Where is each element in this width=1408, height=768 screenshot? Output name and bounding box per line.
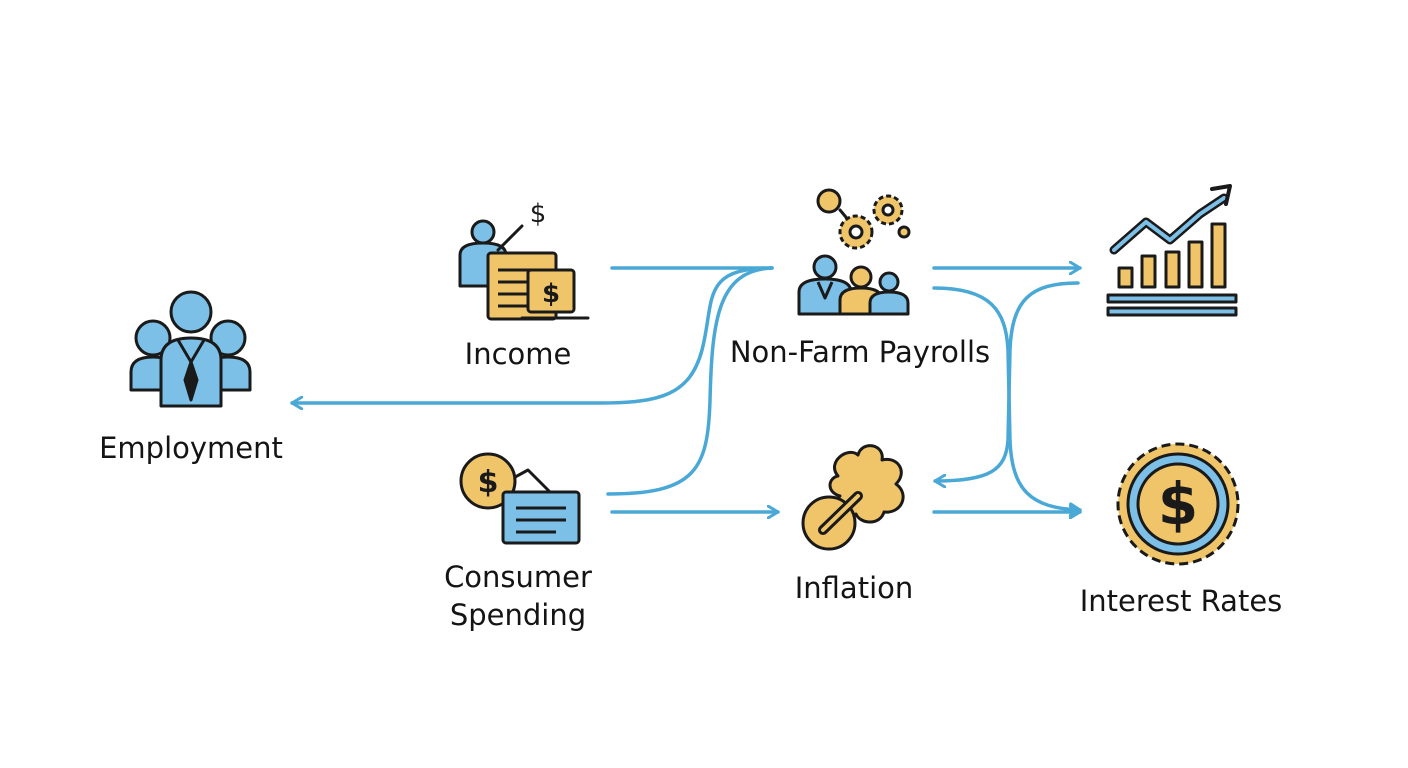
workers-gears-icon [797,188,911,316]
arrow-payrolls-to-interest-rates [932,286,1082,510]
arrow-growth-to-inflation [933,281,1080,481]
business-people-icon [129,290,252,408]
consumer-spending-label-line2: Spending [449,598,587,632]
income-documents-icon [458,219,590,321]
income-doc-dollar-glyph: $ [542,279,560,309]
non-farm-payrolls-label: Non-Farm Payrolls [729,335,991,369]
coin-card-icon [459,452,581,545]
arrow-spending-to-payrolls [606,266,774,496]
inflating-balloon-icon [801,444,905,551]
growth-chart-icon [1106,184,1238,317]
income-label: Income [464,337,572,371]
coin-dollar-glyph: $ [478,465,499,500]
consumer-spending-label: Consumer Spending [418,558,618,634]
consumer-spending-label-line1: Consumer [444,560,592,594]
inflation-label: Inflation [794,571,914,605]
income-dollar-glyph: $ [530,199,547,229]
interest-rates-label: Interest Rates [1079,584,1283,618]
dollar-coin-icon [1116,442,1240,566]
arrow-payrolls-to-employment [290,266,774,403]
interest-dollar-glyph: $ [1158,470,1198,538]
employment-label: Employment [99,431,283,465]
